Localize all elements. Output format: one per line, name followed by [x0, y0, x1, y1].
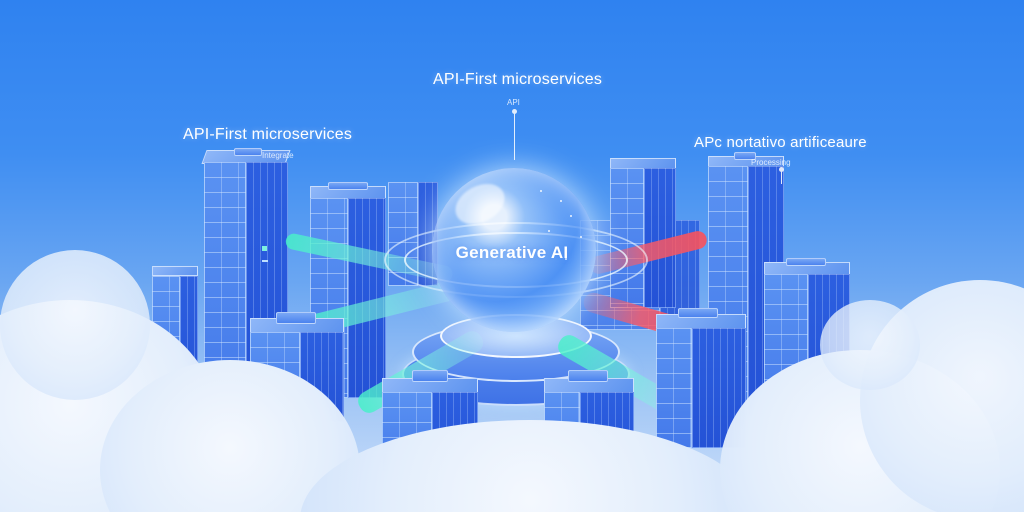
building-front-right	[656, 308, 746, 448]
sublabel-top-center: API	[507, 98, 520, 107]
generative-ai-sphere	[432, 168, 596, 332]
pin-right	[779, 167, 784, 184]
building-mid-right	[610, 158, 676, 308]
label-top-center: API-First microservices	[433, 71, 603, 88]
label-right: APc nortativo artificeaure	[694, 134, 867, 151]
label-left: API-First microservices	[183, 126, 353, 143]
sublabel-left: Integrate	[262, 151, 294, 160]
pin-top-center	[512, 109, 517, 160]
sublabel-right: Processing	[751, 158, 791, 167]
cloud-right-3	[820, 300, 920, 390]
cloud-left-3	[0, 250, 150, 400]
hub-label: Generative AI	[455, 243, 569, 262]
